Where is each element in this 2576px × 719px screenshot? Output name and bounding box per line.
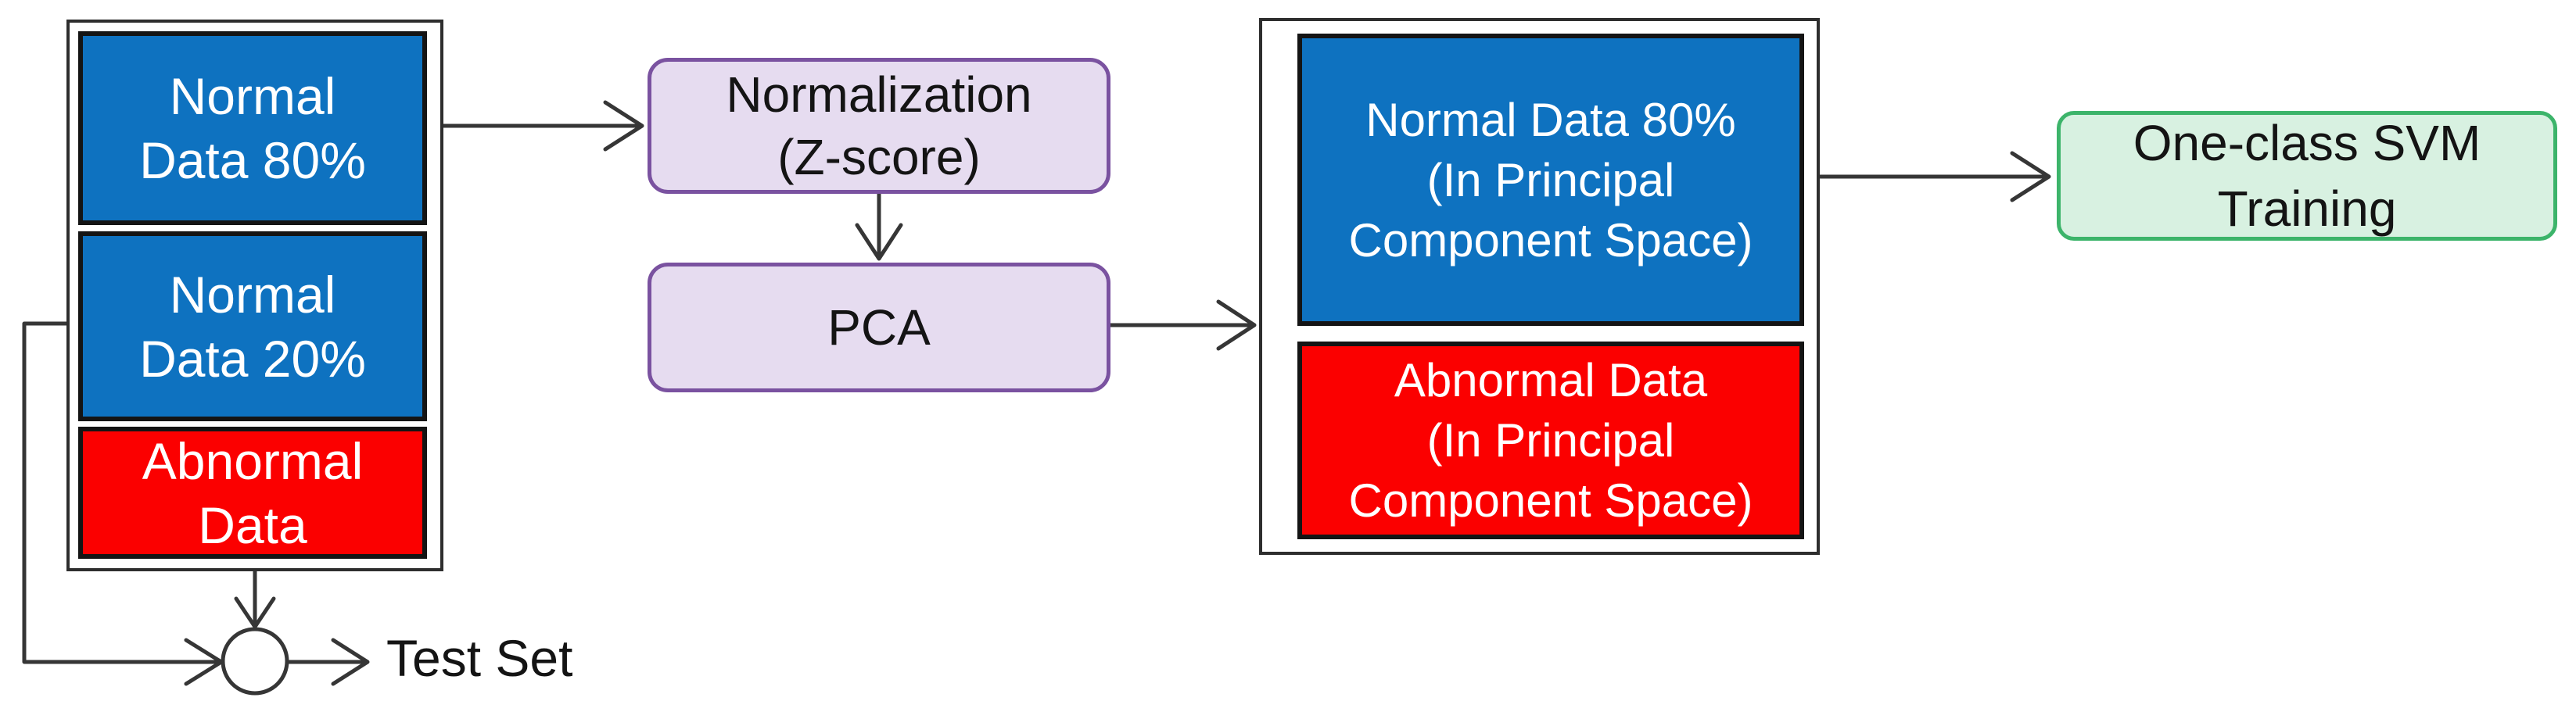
pc-abnormal-data-box: Abnormal Data (In Principal Component Sp… — [1297, 342, 1804, 539]
normal-data-20-label-line2: Data 20% — [139, 329, 366, 388]
arrow-abnormal-to-merge-head — [234, 596, 276, 629]
arrow-pca-to-pcstack-head — [1216, 299, 1257, 351]
pc-abnormal-data-label-line3: Component Space) — [1348, 474, 1753, 527]
normal-data-20-label-line1: Normal — [169, 265, 336, 324]
pc-abnormal-data-label-line2: (In Principal — [1426, 414, 1675, 467]
arrow-merge-to-testset-head — [331, 638, 370, 686]
pc-abnormal-data-label-line1: Abnormal Data — [1394, 354, 1708, 406]
normal-data-80-box: Normal Data 80% — [78, 31, 427, 225]
one-class-svm-label-line1: One-class SVM — [2133, 115, 2481, 171]
abnormal-data-label-line2: Data — [198, 495, 307, 554]
pca-box: PCA — [648, 263, 1110, 392]
arrow-normalization-to-pca-head — [855, 223, 903, 261]
pc-normal-data-80-box: Normal Data 80% (In Principal Component … — [1297, 34, 1804, 326]
one-class-svm-label-line2: Training — [2217, 181, 2397, 237]
line-normal20-to-merge — [22, 321, 220, 664]
merge-node-circle — [221, 627, 289, 696]
abnormal-data-label-line1: Abnormal — [142, 431, 364, 490]
normalization-label-line2: (Z-score) — [777, 129, 981, 185]
arrow-train-to-normalization-head — [603, 100, 644, 152]
pca-label: PCA — [827, 299, 931, 356]
arrow-pcstack-to-svm-head — [2010, 151, 2051, 202]
test-set-label: Test Set — [386, 629, 573, 687]
pc-normal-data-80-label-line1: Normal Data 80% — [1365, 93, 1736, 146]
abnormal-data-box: Abnormal Data — [78, 427, 427, 559]
pc-normal-data-80-label-line2: (In Principal — [1426, 153, 1675, 206]
normalization-label-line1: Normalization — [726, 66, 1032, 123]
normalization-box: Normalization (Z-score) — [648, 58, 1110, 194]
normal-data-20-box: Normal Data 20% — [78, 231, 427, 421]
normal-data-80-label-line1: Normal — [169, 67, 336, 125]
one-class-svm-training-box: One-class SVM Training — [2057, 111, 2557, 241]
pc-normal-data-80-label-line3: Component Space) — [1348, 213, 1753, 266]
normal-data-80-label-line2: Data 80% — [139, 131, 366, 189]
